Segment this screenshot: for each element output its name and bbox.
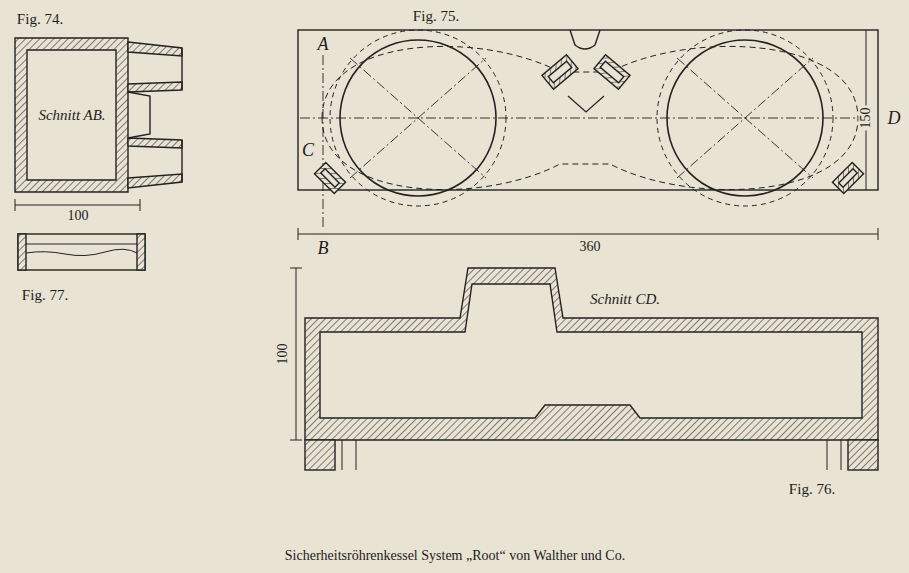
stub-wall (542, 55, 578, 89)
corner-stub (314, 162, 345, 193)
stub-bore (839, 169, 857, 187)
fig77-detail (18, 234, 145, 270)
figure-label: 360 (578, 240, 603, 255)
section-label: C (300, 141, 316, 160)
nozzle-wall (128, 138, 182, 148)
nozzle-end (181, 140, 182, 182)
figure-caption: Sicherheitsröhrenkessel System „Root“ vo… (282, 548, 628, 564)
dimension-tick (290, 440, 302, 441)
tube-line (827, 440, 828, 470)
section-label: Schnitt AB. (36, 108, 107, 124)
dimension-tick (298, 228, 299, 240)
stub-wall (314, 162, 345, 193)
dimension-label: 150 (859, 106, 874, 131)
web-outline (128, 92, 150, 138)
header-wall (15, 38, 128, 192)
figure-label: Fig. 74. (15, 12, 65, 28)
dimension-line (15, 205, 140, 206)
stub-wall (832, 162, 863, 193)
section-line (323, 55, 324, 228)
figure-label: Fig. 76. (787, 482, 837, 498)
section-label: A (316, 35, 331, 54)
tube-line (841, 440, 842, 470)
stub-bore (600, 61, 624, 83)
section-label: Schnitt CD. (588, 292, 662, 308)
foot (305, 440, 335, 470)
section-label: B (316, 239, 331, 258)
center-line (350, 58, 486, 178)
section-label: D (886, 109, 903, 128)
center-line (677, 58, 813, 178)
plate-end (137, 234, 145, 270)
fig76-section (290, 268, 878, 470)
dimension-tick (15, 199, 16, 211)
foot (848, 440, 878, 470)
fig74-section (15, 38, 182, 211)
tube-stub (542, 55, 578, 89)
header-outline (298, 30, 878, 190)
nozzle-wall (128, 82, 182, 92)
stub-bore (321, 169, 339, 187)
dimension-tick (140, 199, 141, 211)
corner-stub (832, 162, 863, 193)
figure-label: Fig. 75. (411, 9, 461, 25)
nozzle-wall (128, 174, 182, 188)
nozzle-end (181, 48, 182, 90)
fig75-plan (298, 30, 878, 240)
center-line (350, 58, 486, 178)
dimension-line (296, 268, 297, 440)
dimension-tick (878, 228, 879, 240)
tube-stub (594, 55, 630, 89)
stub-wall (594, 55, 630, 89)
header-wall (305, 268, 878, 440)
dimension-line (298, 234, 878, 235)
plate-line (26, 244, 137, 245)
figure-label: Fig. 77. (20, 288, 70, 304)
plate-end (18, 234, 26, 270)
stub-bore (548, 61, 572, 83)
plate-outline (18, 234, 145, 270)
tube-line (342, 440, 343, 470)
stub-joint (568, 96, 604, 112)
nozzle-wall (128, 42, 182, 56)
dimension-label: 100 (276, 342, 291, 367)
dimension-tick (290, 268, 302, 269)
top-notch (570, 30, 600, 49)
center-line (300, 118, 855, 119)
tube-line (356, 440, 357, 470)
center-line (677, 58, 813, 178)
break-line (26, 249, 137, 255)
figure-label: 100 (66, 209, 91, 224)
center-lines (300, 55, 855, 228)
